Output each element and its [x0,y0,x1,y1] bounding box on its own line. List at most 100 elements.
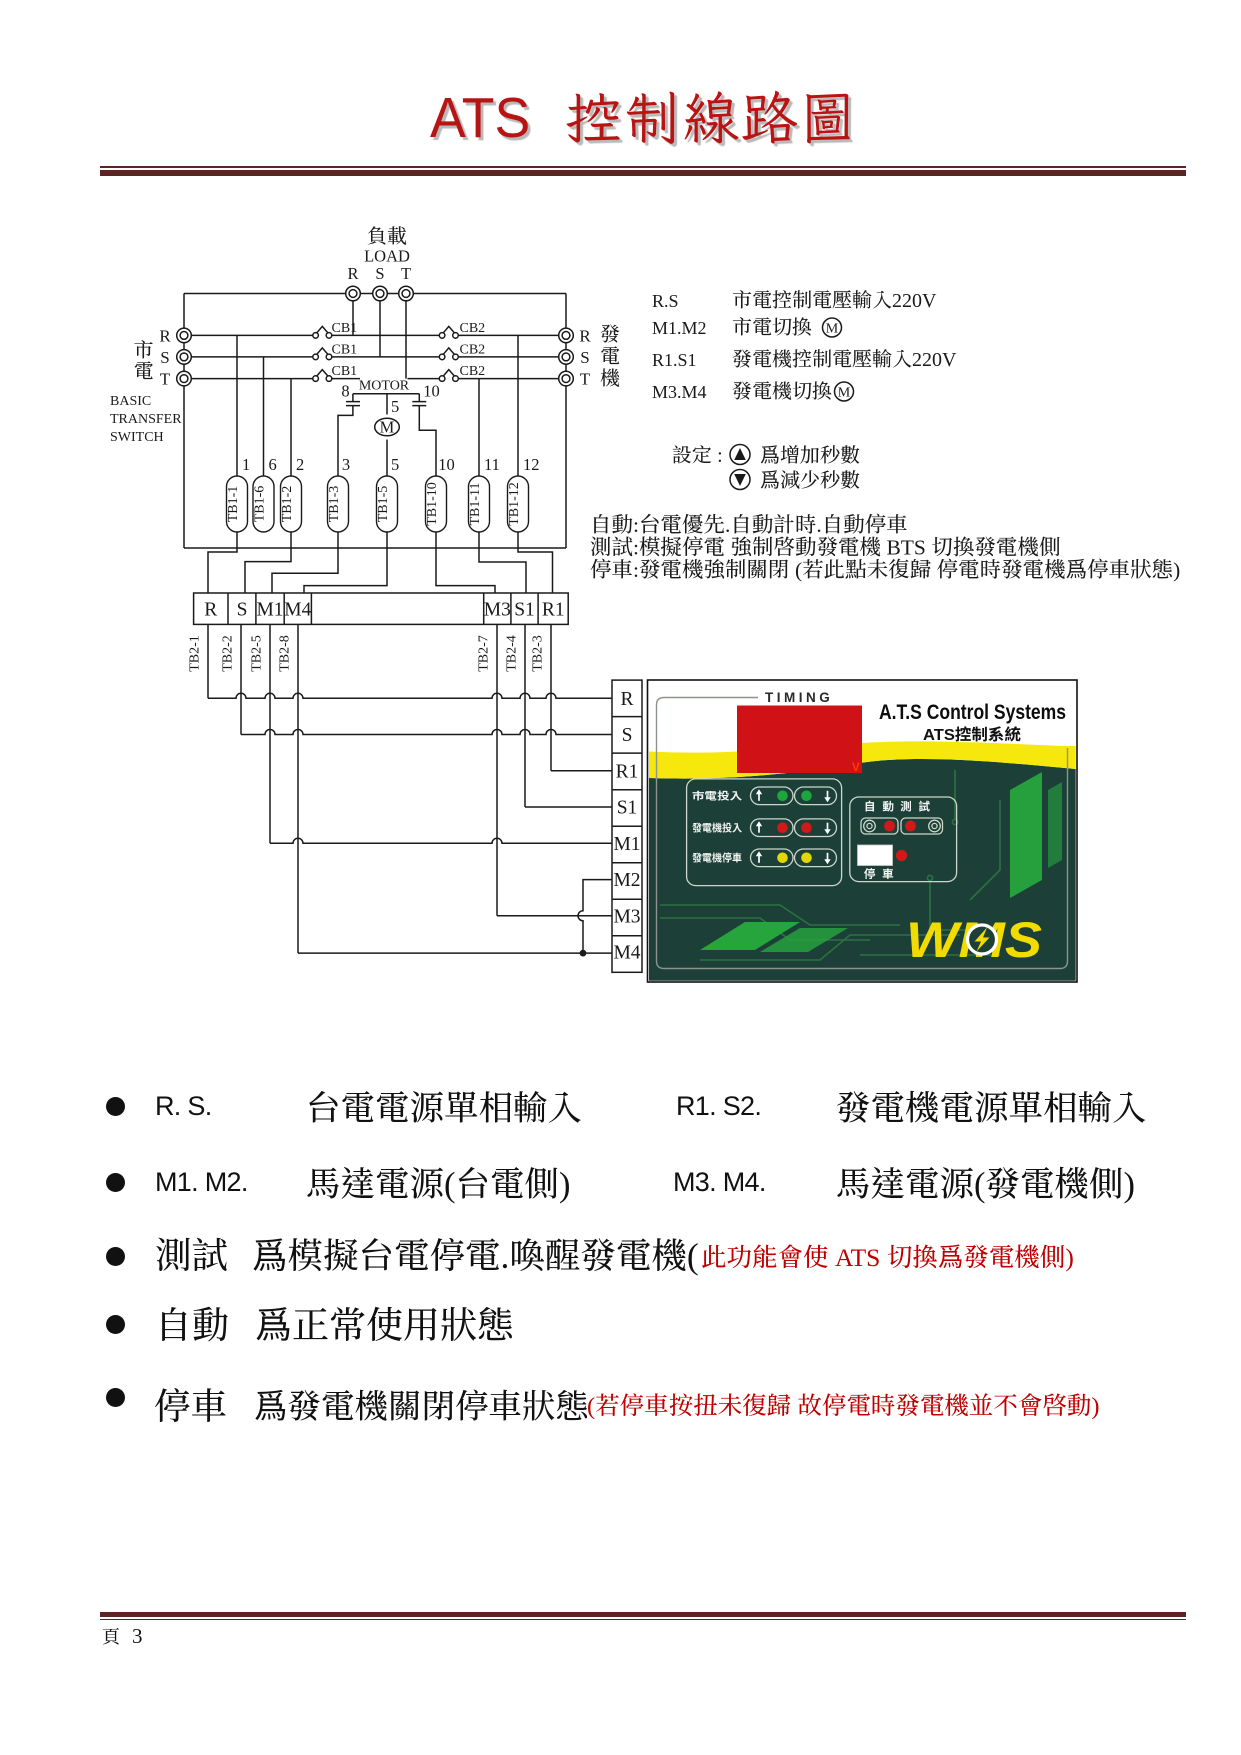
label-diagram-legend-rows-0-text: 市電控制電壓輸入220V [732,284,937,313]
tb2-labels: TB2-1 TB2-2 TB2-5 TB2-8 TB2-7 TB2-4 TB2-… [188,635,546,672]
label-diagram-settings-down_text: 爲減少秒數 [760,464,860,493]
mains-terminals: R S T 市 電 BASIC TRANSFER SWITCH [110,326,193,445]
label-diagram-generator-phases-1: S [580,348,589,367]
label-diagram-tb1-numbers-0: 1 [242,455,250,474]
wire-path [208,692,612,700]
box-rect [793,848,838,868]
label-diagram-motor-num_right: 10 [423,382,440,401]
label-panel-brand: A.T.S Control Systems [879,700,1066,724]
label-diagram-motor-leg_left: 3 [342,455,350,474]
box-rect [749,786,794,806]
tb1-pill: TB1-6 [252,475,275,533]
footer-rule-thin [100,1618,1186,1621]
label-diagram-strip2-cells-0: R [620,689,633,710]
led-dot [801,822,812,833]
label-diagram-generator-chars-2: 機 [600,362,620,391]
wire-path [241,728,612,736]
bullet5-head: 停車 [154,1378,227,1430]
bullet1-text2: 發電機電源單相輸入 [836,1080,1147,1130]
bullet1-label2: R1. S2. [676,1091,762,1121]
label-diagram-motor-label: MOTOR [359,379,410,394]
bullet-icon [106,1246,125,1266]
label-diagram-cb1: CB1 [332,364,358,379]
settings-note: 設定 : 爲增加秒數 爲減少秒數 [672,439,860,493]
box-rect [192,592,569,626]
load-terminals: 負載 LOAD R S T [344,220,415,379]
label-diagram-tb1-numbers-6: 11 [484,455,500,474]
box-rect [793,786,838,806]
label-text: TB2-8 [278,635,293,672]
tb1-pill: TB1-5 [375,475,399,533]
terminal-circle [401,288,411,299]
decor-polygon [755,789,763,795]
led-group: 市電投入 發電機投入 發電機停車 [685,778,843,887]
wire-path [315,325,329,334]
terminal-circle [179,330,189,341]
label-diagram-legend-rows-1-motor: M [826,322,839,337]
terminal-circle [821,317,843,338]
motor-assembly: MOTOR M 8 10 5 3 5 10 [337,379,455,476]
label-panel-brand_cjk: ATS控制系統 [923,721,1021,745]
label-text: 發電機停車 [692,851,742,866]
decor-polygon [700,922,800,950]
button-group: 自 動 測 試 停 車 [849,796,958,883]
label-diagram-cb1: CB1 [332,321,358,336]
led-dot [801,852,812,864]
terminal-circle [866,822,873,830]
wire-path [315,368,329,377]
generator-terminals: R S T 發 電 機 [557,318,620,391]
label-diagram-motor-leg_center: 5 [391,455,399,474]
label-text: TB1-11 [468,482,483,525]
label-text: TB1-6 [253,486,268,523]
label-text: TB1-10 [425,482,440,526]
terminal-circle [312,331,320,339]
legend: R.S 市電控制電壓輸入220V M1.M2 市電切換 R1.S1 發電機控制電… [652,284,957,404]
label-diagram-generator-phases-0: R [579,326,591,345]
label-diagram-strip2-cells-1: S [622,725,633,746]
bullet2-label2: M3. M4. [673,1167,766,1197]
tb1-pill: TB1-12 [506,475,530,533]
label-diagram-legend-rows-2-text: 發電機控制電壓輸入220V [732,343,957,372]
label-diagram-mains-chars-0: 市 [134,334,154,363]
label-diagram-strip2-cells-2: R1 [616,761,639,782]
label-diagram-strip2-cells-4: M1 [613,834,640,855]
wire-path [700,934,960,961]
bullet3-red: 此功能會使 ATS 切換爲發電機側) [701,1238,1074,1274]
decor-polygon [824,829,831,835]
label-text: 自 動 測 試 [864,799,932,815]
box-rect [749,818,794,838]
wire-path [577,878,612,954]
bullet3-head: 測試 [155,1227,228,1279]
pcb-traces [660,770,1001,961]
label-text: TB2-3 [531,635,546,672]
terminal-circle [928,819,941,833]
box-rect [749,848,794,868]
label-diagram-mains-chars-1: 電 [134,355,154,384]
label-text: TB2-7 [477,635,492,672]
decor-polygon [1048,782,1062,868]
label-diagram-generator-chars-1: 電 [600,340,620,369]
bullet3-black: 爲模擬台電停電.喚醒發電機( [252,1228,699,1279]
label-diagram-strip1-cells-4: M3 [484,600,511,621]
stop-button[interactable] [857,844,893,866]
label-diagram-load-phases-1: S [375,264,384,283]
label-diagram-motor-symbol: M [380,418,395,437]
label-diagram-load-phases-0: R [347,264,358,283]
label-diagram-legend-rows-0-key: R.S [652,291,679,311]
label-diagram-switch_name-1: TRANSFER [110,412,182,427]
test-button[interactable] [905,820,916,832]
wire-path [442,368,456,377]
led-dot [801,790,812,802]
label-text: TB2-4 [505,635,520,672]
tb1-terminals: TB1-1 TB1-6 TB1-2 TB1-3 TB1-5 TB1-10 TB1… [225,475,530,533]
label-diagram-cb1: CB1 [332,342,358,357]
led-dot [777,852,788,864]
terminal-circle [451,375,460,383]
panel-inner-border [655,696,1069,970]
label-diagram-strip1-cells-2: M1 [256,600,283,621]
terminal-circle [951,818,959,826]
bullet-icon [106,1388,125,1407]
label-diagram-legend-rows-3-text: 發電機切換 [732,375,832,404]
strip1-to-strip2-wires [208,692,612,957]
auto-button[interactable] [884,820,895,832]
